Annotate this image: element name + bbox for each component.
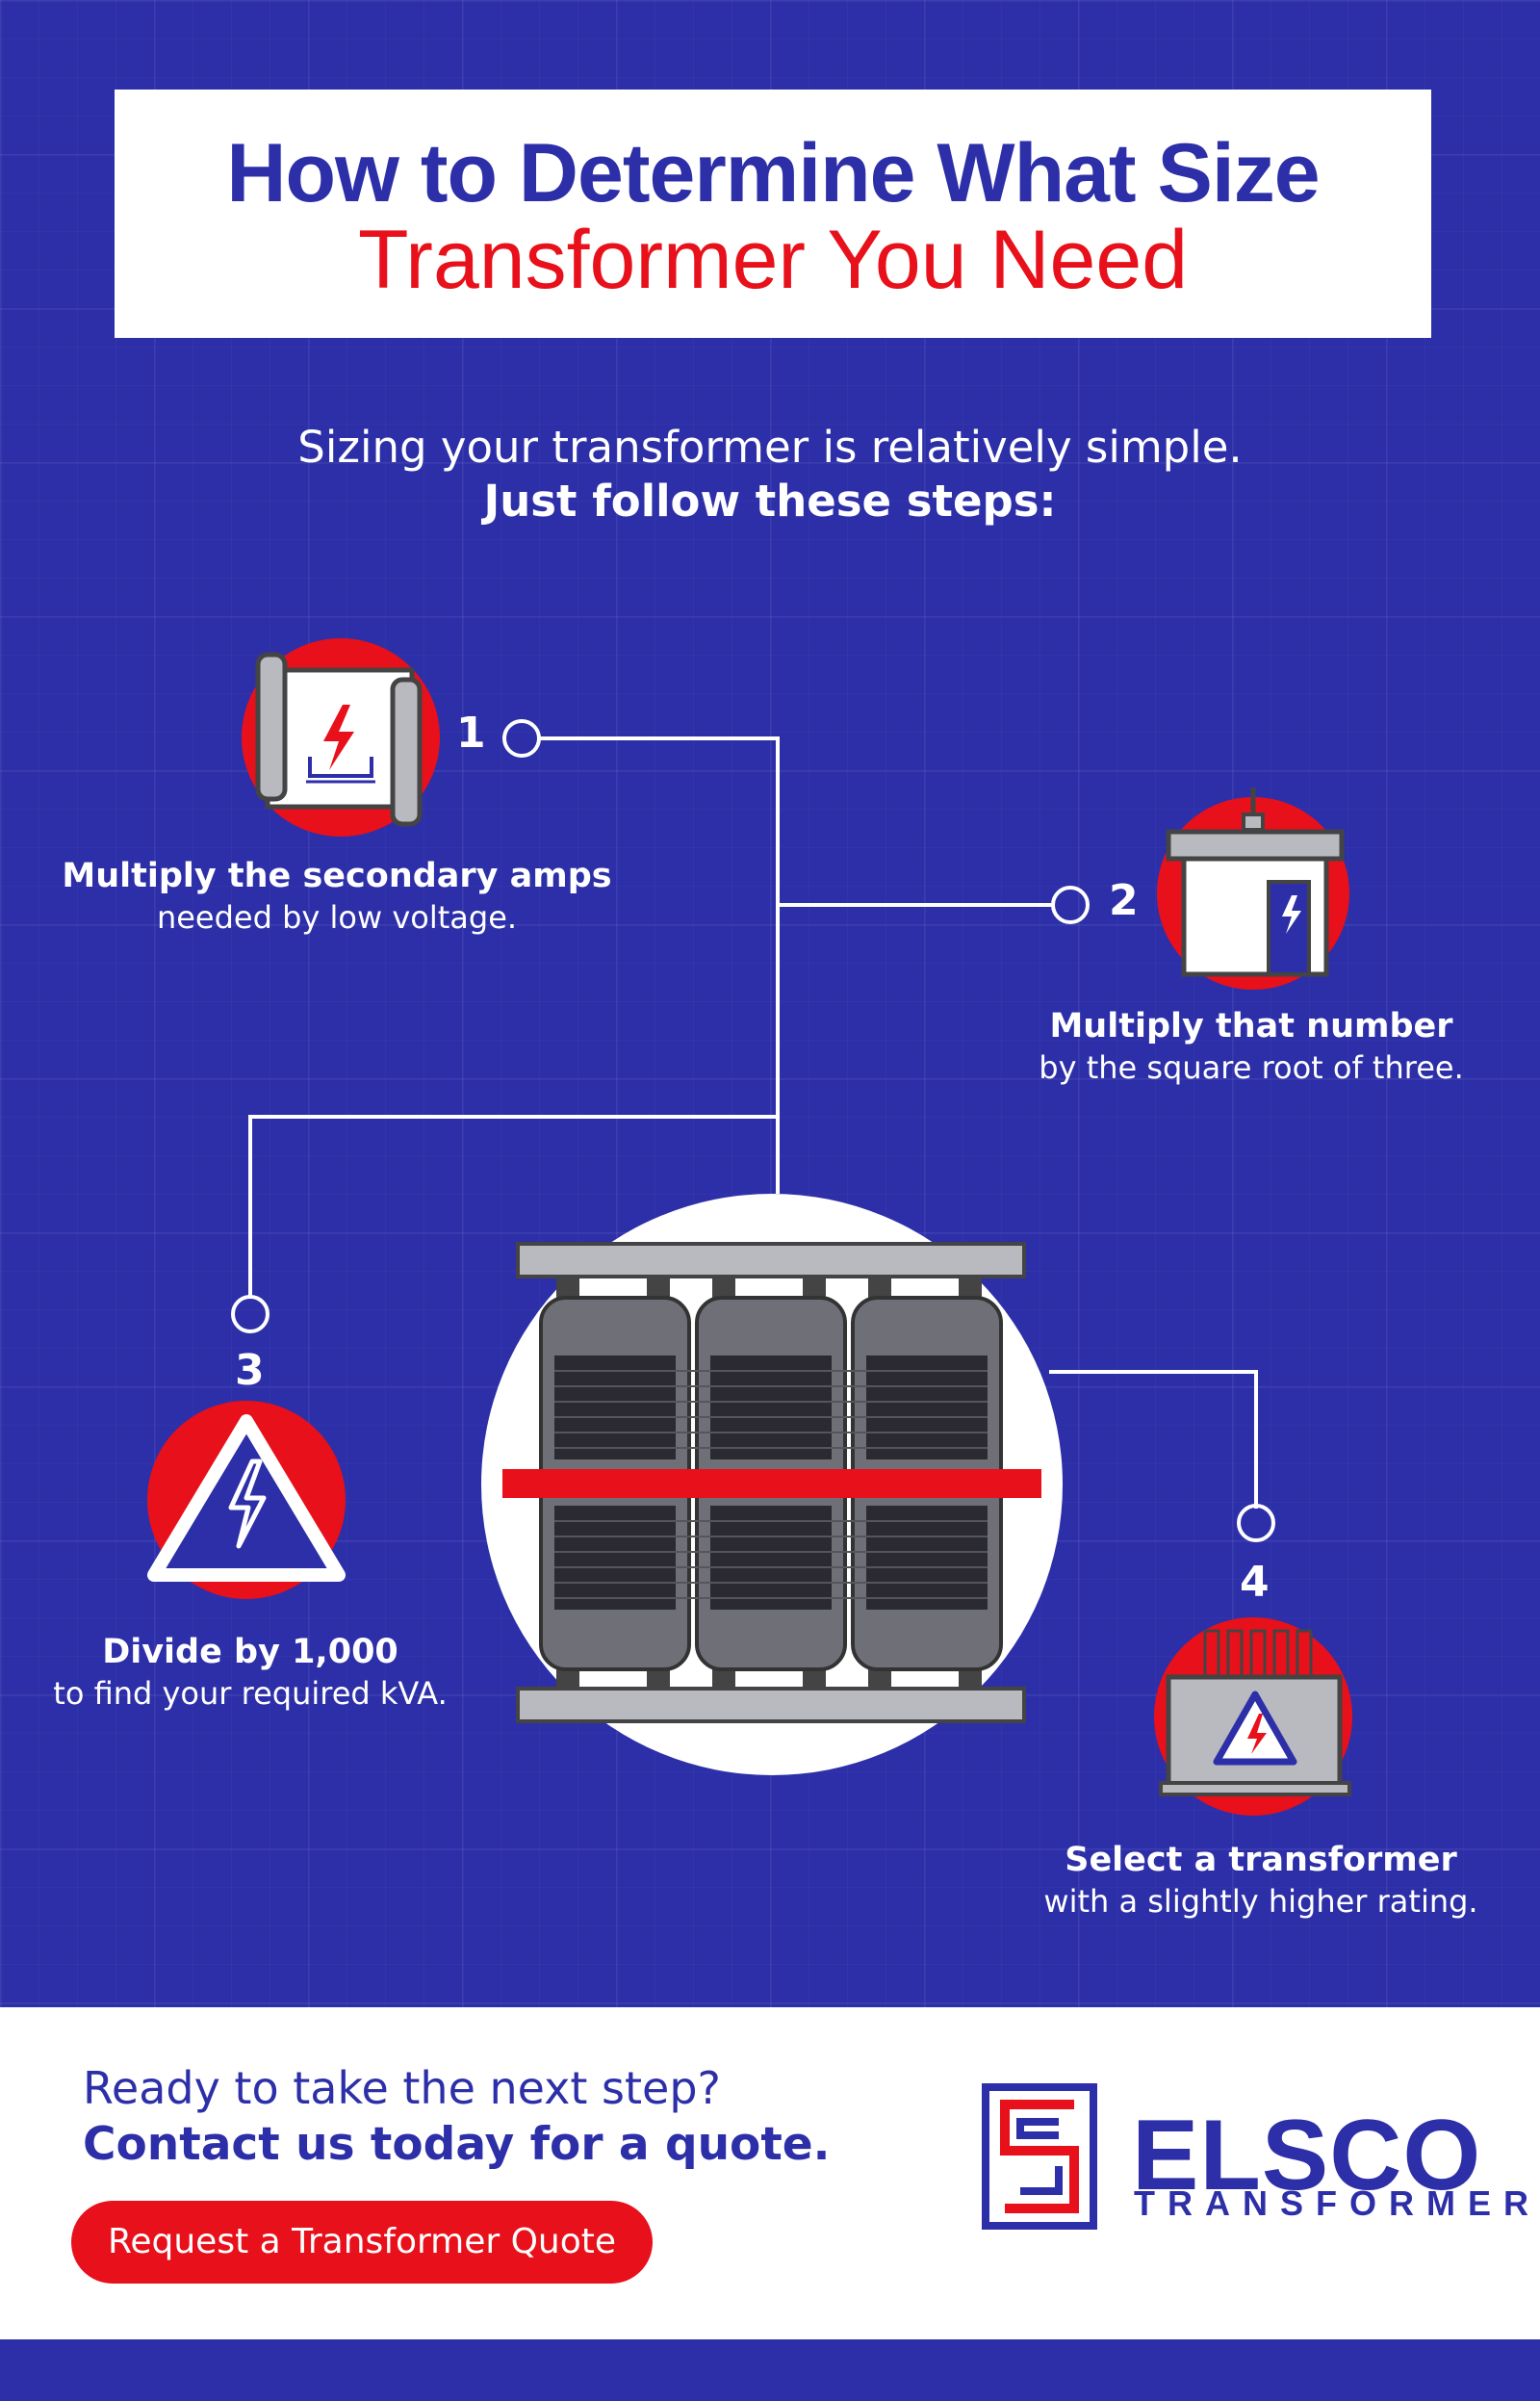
cta-question: Ready to take the next step? — [83, 2062, 721, 2114]
logo-wordmark[interactable]: ELSCO — [1132, 2100, 1482, 2211]
blueprint-icon — [242, 638, 440, 837]
process-diagram — [147, 638, 1352, 1816]
step-4-subtitle: with a slightly higher rating. — [1043, 1883, 1478, 1920]
logo-tagline: TRANSFORMERS — [1134, 2183, 1540, 2223]
elsco-logo-mark-icon — [982, 2083, 1097, 2230]
node-3 — [231, 1295, 270, 1333]
intro-text: Sizing your transformer is relatively si… — [297, 422, 1243, 473]
step-1-number: 1 — [456, 709, 486, 758]
connector-step1 — [539, 736, 780, 1194]
cta-statement: Contact us today for a quote. — [83, 2118, 831, 2171]
connector-step3 — [248, 1115, 778, 1297]
substation-icon — [1157, 787, 1349, 990]
connector-step4 — [1049, 1370, 1258, 1509]
connector-lines — [248, 736, 1258, 1509]
footer — [0, 2007, 1540, 2339]
node-1 — [502, 719, 541, 758]
node-2 — [1051, 886, 1090, 924]
step-4-title: Select a transformer — [1065, 1841, 1457, 1879]
page-title: How to Determine What Size — [226, 127, 1320, 219]
step-1-title: Multiply the secondary amps — [62, 857, 612, 895]
step-4-number: 4 — [1240, 1558, 1270, 1607]
request-quote-button[interactable]: Request a Transformer Quote — [71, 2201, 653, 2284]
step-2-title: Multiply that number — [1049, 1007, 1453, 1046]
step-1-subtitle: needed by low voltage. — [156, 899, 518, 936]
step-2-number: 2 — [1109, 876, 1139, 925]
title-card: How to Determine What Size Transformer Y… — [115, 90, 1431, 338]
node-4 — [1237, 1504, 1275, 1542]
step-2-subtitle: by the square root of three. — [1039, 1049, 1464, 1086]
high-voltage-warning-icon — [147, 1401, 346, 1599]
step-3-number: 3 — [235, 1346, 265, 1395]
transformer-box-icon — [1154, 1617, 1352, 1816]
intro-emphasis: Just follow these steps: — [483, 476, 1057, 527]
connector-nodes — [231, 719, 1275, 1542]
bottom-bar — [0, 2339, 1540, 2401]
step-3-subtitle: to find your required kVA. — [53, 1675, 448, 1712]
page-subtitle: Transformer You Need — [357, 214, 1189, 306]
step-3-title: Divide by 1,000 — [102, 1633, 398, 1671]
three-phase-transformer-illustration — [481, 1194, 1063, 1775]
